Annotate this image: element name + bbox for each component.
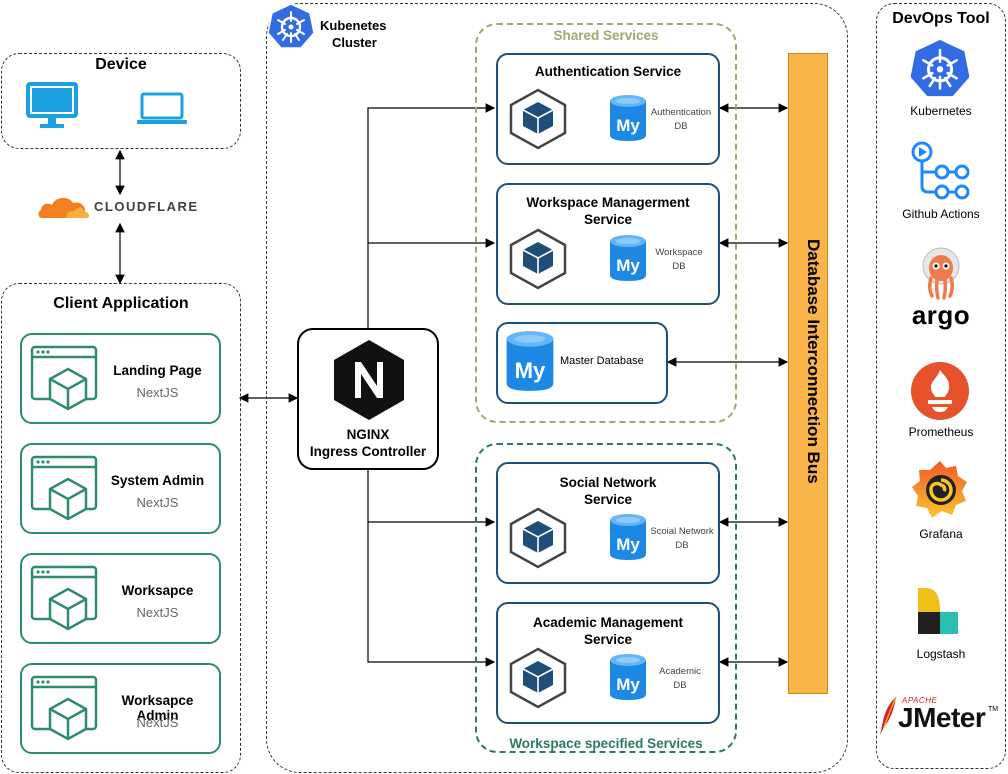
svg-text:My: My — [616, 256, 640, 275]
cluster-title: Kubenetes Cluster — [320, 17, 386, 51]
client-app-tech: NextJS — [136, 385, 179, 400]
kubernetes-cluster-icon — [267, 3, 315, 49]
device-group: Device — [1, 53, 241, 149]
nginx-services-trunk-bottom — [367, 470, 496, 667]
master-database-label: Master Database — [560, 355, 644, 367]
client-app-tech: NextJS — [136, 715, 179, 730]
workspace-services-title: Workspace specified Services — [509, 736, 703, 751]
client-app-name: Worksapce Admin — [121, 693, 194, 723]
app-window-icon — [30, 345, 98, 411]
mysql-db-icon: My — [610, 95, 646, 141]
pod-icon — [509, 507, 567, 569]
social-network-title-line2: Service — [583, 492, 633, 507]
mysql-db-icon: My — [610, 235, 646, 281]
app-window-icon — [30, 675, 98, 741]
svg-text:My: My — [515, 358, 546, 383]
client-app-card: System Admin NextJS — [20, 443, 221, 534]
github-actions-label: Github Actions — [902, 207, 980, 221]
grafana-label: Grafana — [919, 527, 963, 541]
academic-management-title-line1: Academic Management — [532, 615, 684, 630]
jmeter-name: JMeter — [898, 702, 986, 734]
svg-text:My: My — [616, 675, 640, 694]
client-app-card: Worksapce Admin NextJS — [20, 663, 221, 754]
grafana-icon — [912, 461, 967, 518]
argo-octopus-icon — [922, 247, 960, 300]
workspace-management-title-line1: Workspace Managerment — [526, 195, 690, 210]
cluster-title-line2: Cluster — [332, 35, 377, 50]
desktop-icon — [26, 82, 78, 128]
workspace-services-group — [475, 443, 737, 753]
client-app-tech: NextJS — [136, 605, 179, 620]
cloudflare-logo: CLOUDFLARE — [36, 190, 208, 226]
academic-management-title-line2: Service — [583, 632, 633, 647]
app-window-icon — [30, 565, 98, 631]
client-app-name: Worksapce — [121, 583, 194, 598]
nginx-icon — [334, 340, 404, 420]
kubernetes-label: Kubernetes — [910, 104, 972, 118]
laptop-icon — [137, 92, 187, 124]
client-app-tech: NextJS — [136, 495, 179, 510]
master-mysql-icon: My — [506, 331, 554, 391]
logstash-label: Logstash — [916, 647, 966, 661]
pod-icon — [509, 88, 567, 150]
nginx-ingress-controller: NGINX Ingress Controller — [297, 328, 439, 470]
authentication-db-label: Authentication DB — [650, 107, 712, 132]
workspace-management-title-line2: Service — [583, 212, 633, 227]
cluster-title-line1: Kubenetes — [320, 18, 387, 33]
svg-text:My: My — [616, 535, 640, 554]
kubernetes-cluster-group — [266, 3, 848, 773]
github-actions-icon — [911, 141, 970, 200]
workspace-db-label: Workspace DB — [655, 247, 703, 272]
device-title: Device — [95, 56, 147, 73]
shared-services-group — [475, 23, 737, 423]
devops-tool-title: DevOps Tool — [892, 10, 990, 27]
database-interconnection-bus: Database Interconnection Bus — [788, 53, 828, 694]
prometheus-label: Prometheus — [908, 425, 974, 439]
svg-text:My: My — [616, 116, 640, 135]
social-network-db-label: Scoial Network DB — [650, 526, 714, 551]
prometheus-icon — [911, 362, 969, 420]
bus-label: Database Interconnection Bus — [804, 239, 823, 484]
nginx-label-line2: Ingress Controller — [309, 444, 427, 459]
jmeter-feather-icon — [880, 696, 897, 735]
social-network-title-line1: Social Network — [559, 475, 657, 490]
mysql-db-icon: My — [610, 654, 646, 700]
pod-icon — [509, 647, 567, 709]
devops-tool-group: DevOps Tool — [876, 3, 1006, 769]
cloudflare-wordmark: CLOUDFLARE — [94, 199, 199, 214]
client-app-name: System Admin — [110, 473, 205, 488]
nginx-label-line1: NGINX — [346, 427, 390, 442]
jmeter-apache-label: APACHE — [902, 696, 938, 705]
mysql-db-icon: My — [610, 514, 646, 560]
argo-wordmark: argo — [911, 300, 971, 330]
client-app-card: Landing Page NextJS — [20, 333, 221, 424]
logstash-icon — [918, 588, 958, 634]
jmeter-wordmark: JMeter — [898, 702, 986, 733]
client-app-name: Landing Page — [113, 363, 202, 378]
jmeter-tm: TM — [988, 706, 999, 713]
client-application-group: Client Application — [1, 283, 241, 773]
jmeter-logo: APACHE JMeter TM — [878, 694, 1004, 740]
client-app-card: Worksapce NextJS — [20, 553, 221, 644]
shared-services-title: Shared Services — [553, 28, 659, 43]
academic-db-label: Academic DB — [659, 666, 701, 691]
nginx-services-trunk-top — [367, 103, 496, 328]
app-window-icon — [30, 455, 98, 521]
cloudflare-cloud-icon — [38, 197, 89, 218]
kubernetes-icon — [910, 39, 970, 97]
client-application-title: Client Application — [53, 295, 189, 312]
authentication-service-title: Authentication Service — [534, 64, 682, 79]
pod-icon — [509, 228, 567, 290]
